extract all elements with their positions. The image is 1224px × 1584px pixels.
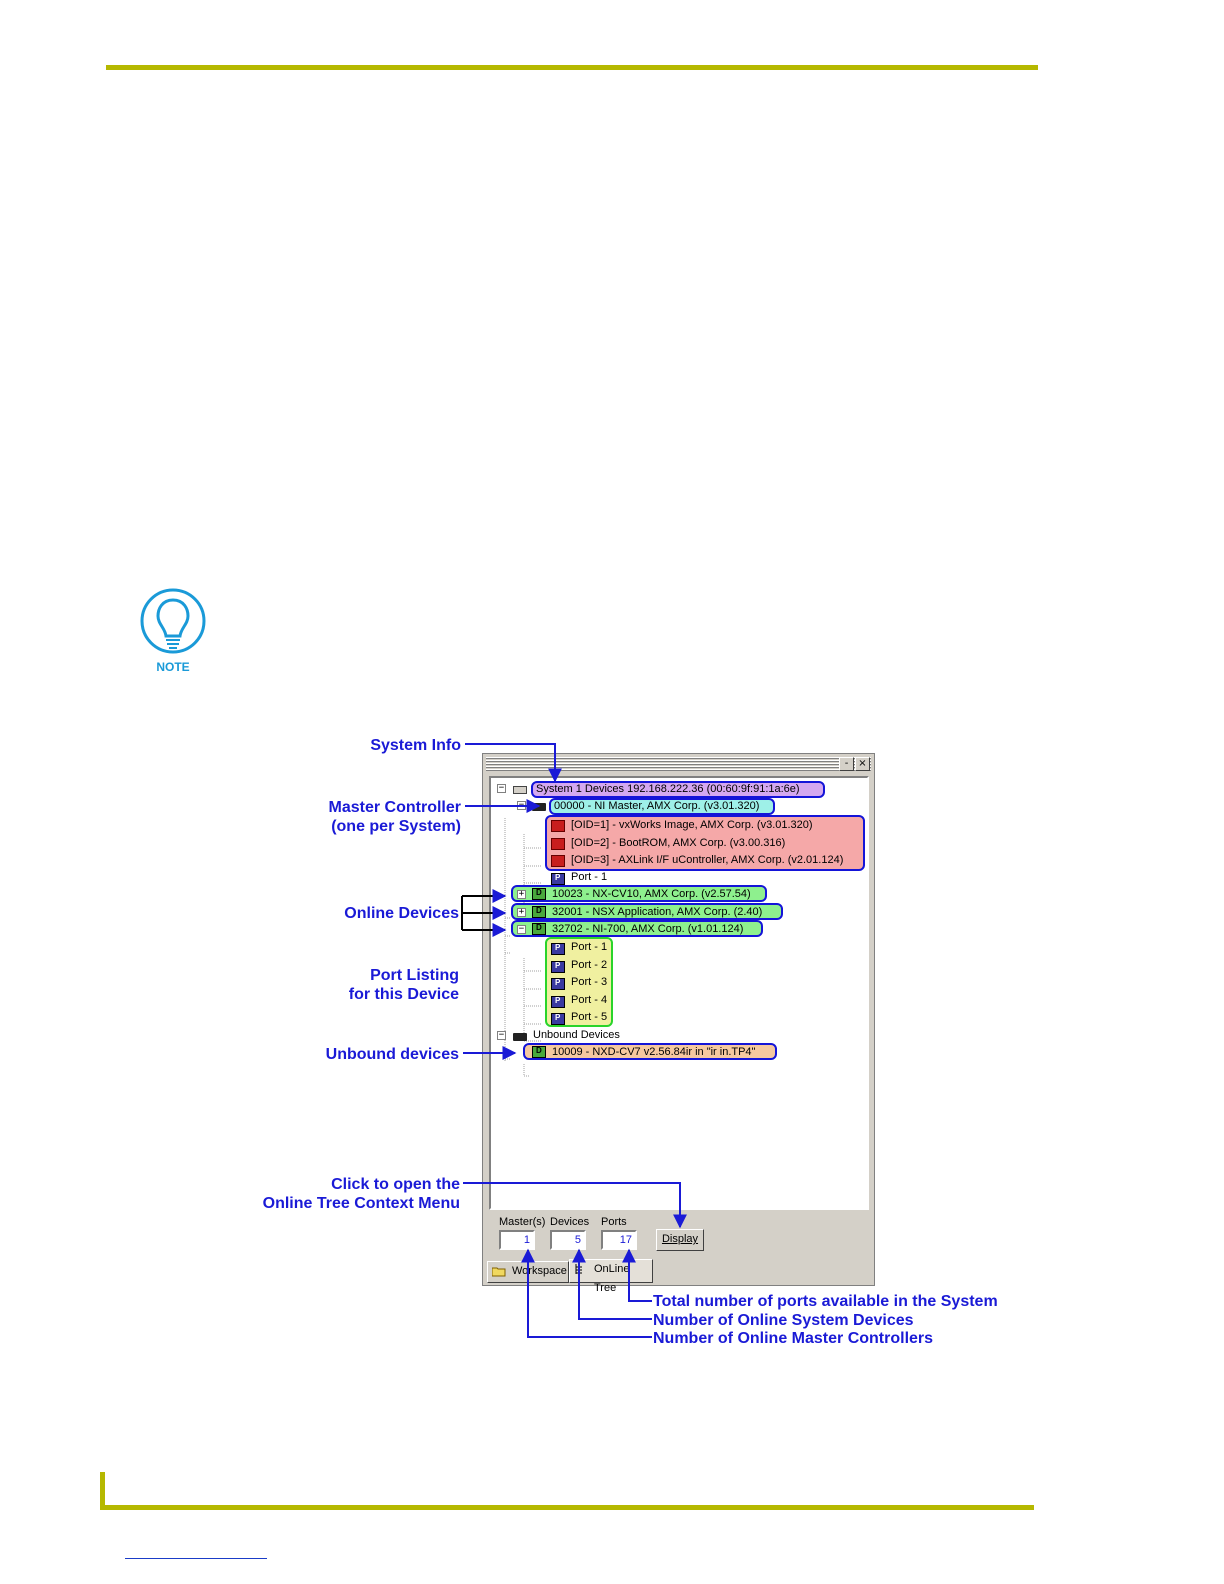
annotation-total-ports: Total number of ports available in the S… [653,1293,998,1310]
tree-item-firmware[interactable]: [OID=1] - vxWorks Image, AMX Corp. (v3.0… [571,819,813,831]
system-info-highlight [531,781,825,798]
display-button[interactable]: Display [656,1229,704,1251]
annotation-port-listing: Port Listing [370,967,459,984]
annotation-context-menu: Click to open the [331,1176,460,1193]
annotation-port-listing-sub: for this Device [348,986,459,1003]
unbound-highlight [523,1043,777,1060]
tab-workspace-label: Workspace [512,1265,567,1277]
tree-item-unbound-header[interactable]: Unbound Devices [533,1029,620,1041]
ports-label: Ports [601,1216,627,1228]
tree-item-firmware[interactable]: [OID=2] - BootROM, AMX Corp. (v3.00.316) [571,837,786,849]
close-button[interactable]: × [855,757,870,771]
tree-item-port[interactable]: Port - 3 [571,976,608,988]
note-lightbulb-icon: NOTE [138,588,208,678]
tree-item-port[interactable]: Port - 4 [571,994,608,1006]
folder-icon [492,1267,506,1277]
devices-count: 5 [550,1230,586,1250]
tree-item-master[interactable]: 00000 - NI Master, AMX Corp. (v3.01.320) [554,800,760,812]
header-rule [106,65,1038,70]
device-highlight [511,885,767,902]
tree-item-port[interactable]: Port - 1 [571,871,608,883]
online-tree-view[interactable]: − System 1 Devices 192.168.222.36 (00:60… [489,776,869,1210]
port-icon [551,943,565,955]
tree-item-device[interactable]: 10023 - NX-CV10, AMX Corp. (v2.57.54) [552,888,751,900]
masters-label: Master(s) [499,1216,546,1228]
tree-item-firmware[interactable]: [OID=3] - AXLink I/F uController, AMX Co… [571,854,844,866]
tree-item-port[interactable]: Port - 1 [571,941,608,953]
device-icon [532,888,546,900]
tree-item-unbound-device[interactable]: 10009 - NXD-CV7 v2.56.84ir in "ir in.TP4… [552,1046,756,1058]
device-collapse-toggle[interactable]: − [517,924,526,934]
firmware-icon [551,820,565,832]
system-collapse-toggle[interactable]: − [497,783,506,793]
firmware-icon [551,838,565,850]
minimize-button[interactable]: - [839,757,854,771]
footer-rule-left [100,1472,105,1510]
master-highlight [549,798,775,815]
annotation-online-masters-count: Number of Online Master Controllers [653,1330,934,1347]
device-highlight [511,903,783,920]
system-icon [513,786,527,794]
tab-online-tree[interactable]: OnLine Tree [569,1259,653,1294]
ports-count: 17 [601,1230,637,1250]
footer-rule [100,1505,1034,1510]
device-expand-toggle[interactable]: + [517,907,526,917]
annotation-online-devices-count: Number of Online System Devices [653,1312,914,1329]
masters-count: 1 [499,1230,535,1250]
annotation-master-controller: Master Controller [328,799,461,816]
online-tree-panel: - × [482,753,875,1294]
tab-online-tree-label: OnLine Tree [594,1263,630,1294]
port-icon [551,1013,565,1025]
annotation-online-devices: Online Devices [344,905,459,922]
tree-item-device[interactable]: 32702 - NI-700, AMX Corp. (v1.01.124) [552,923,744,935]
annotation-context-menu-sub: Online Tree Context Menu [262,1195,460,1212]
unbound-devices-icon [513,1033,527,1041]
devices-label: Devices [550,1216,590,1228]
port-icon [551,996,565,1008]
port-icon [551,961,565,973]
annotation-master-controller-sub: (one per System) [331,818,461,835]
device-expand-toggle[interactable]: + [517,889,526,899]
device-icon [532,906,546,918]
tree-item-device[interactable]: 32001 - NSX Application, AMX Corp. (2.40… [552,906,763,918]
device-icon [532,1046,546,1058]
device-highlight [511,920,763,937]
note-label: NOTE [156,660,189,674]
tree-item-port[interactable]: Port - 5 [571,1011,608,1023]
firmware-icon [551,855,565,867]
tree-item-system[interactable]: System 1 Devices 192.168.222.36 (00:60:9… [536,783,800,795]
firmware-highlight [545,815,865,871]
tree-item-port[interactable]: Port - 2 [571,959,608,971]
port-icon [551,978,565,990]
device-icon [532,923,546,935]
unbound-collapse-toggle[interactable]: − [497,1030,506,1040]
annotation-system-info: System Info [370,737,461,754]
footer-link-underline[interactable] [125,1558,267,1559]
annotation-unbound-devices: Unbound devices [325,1046,459,1063]
panel-title-bar[interactable] [486,756,871,772]
port-icon [551,873,565,885]
